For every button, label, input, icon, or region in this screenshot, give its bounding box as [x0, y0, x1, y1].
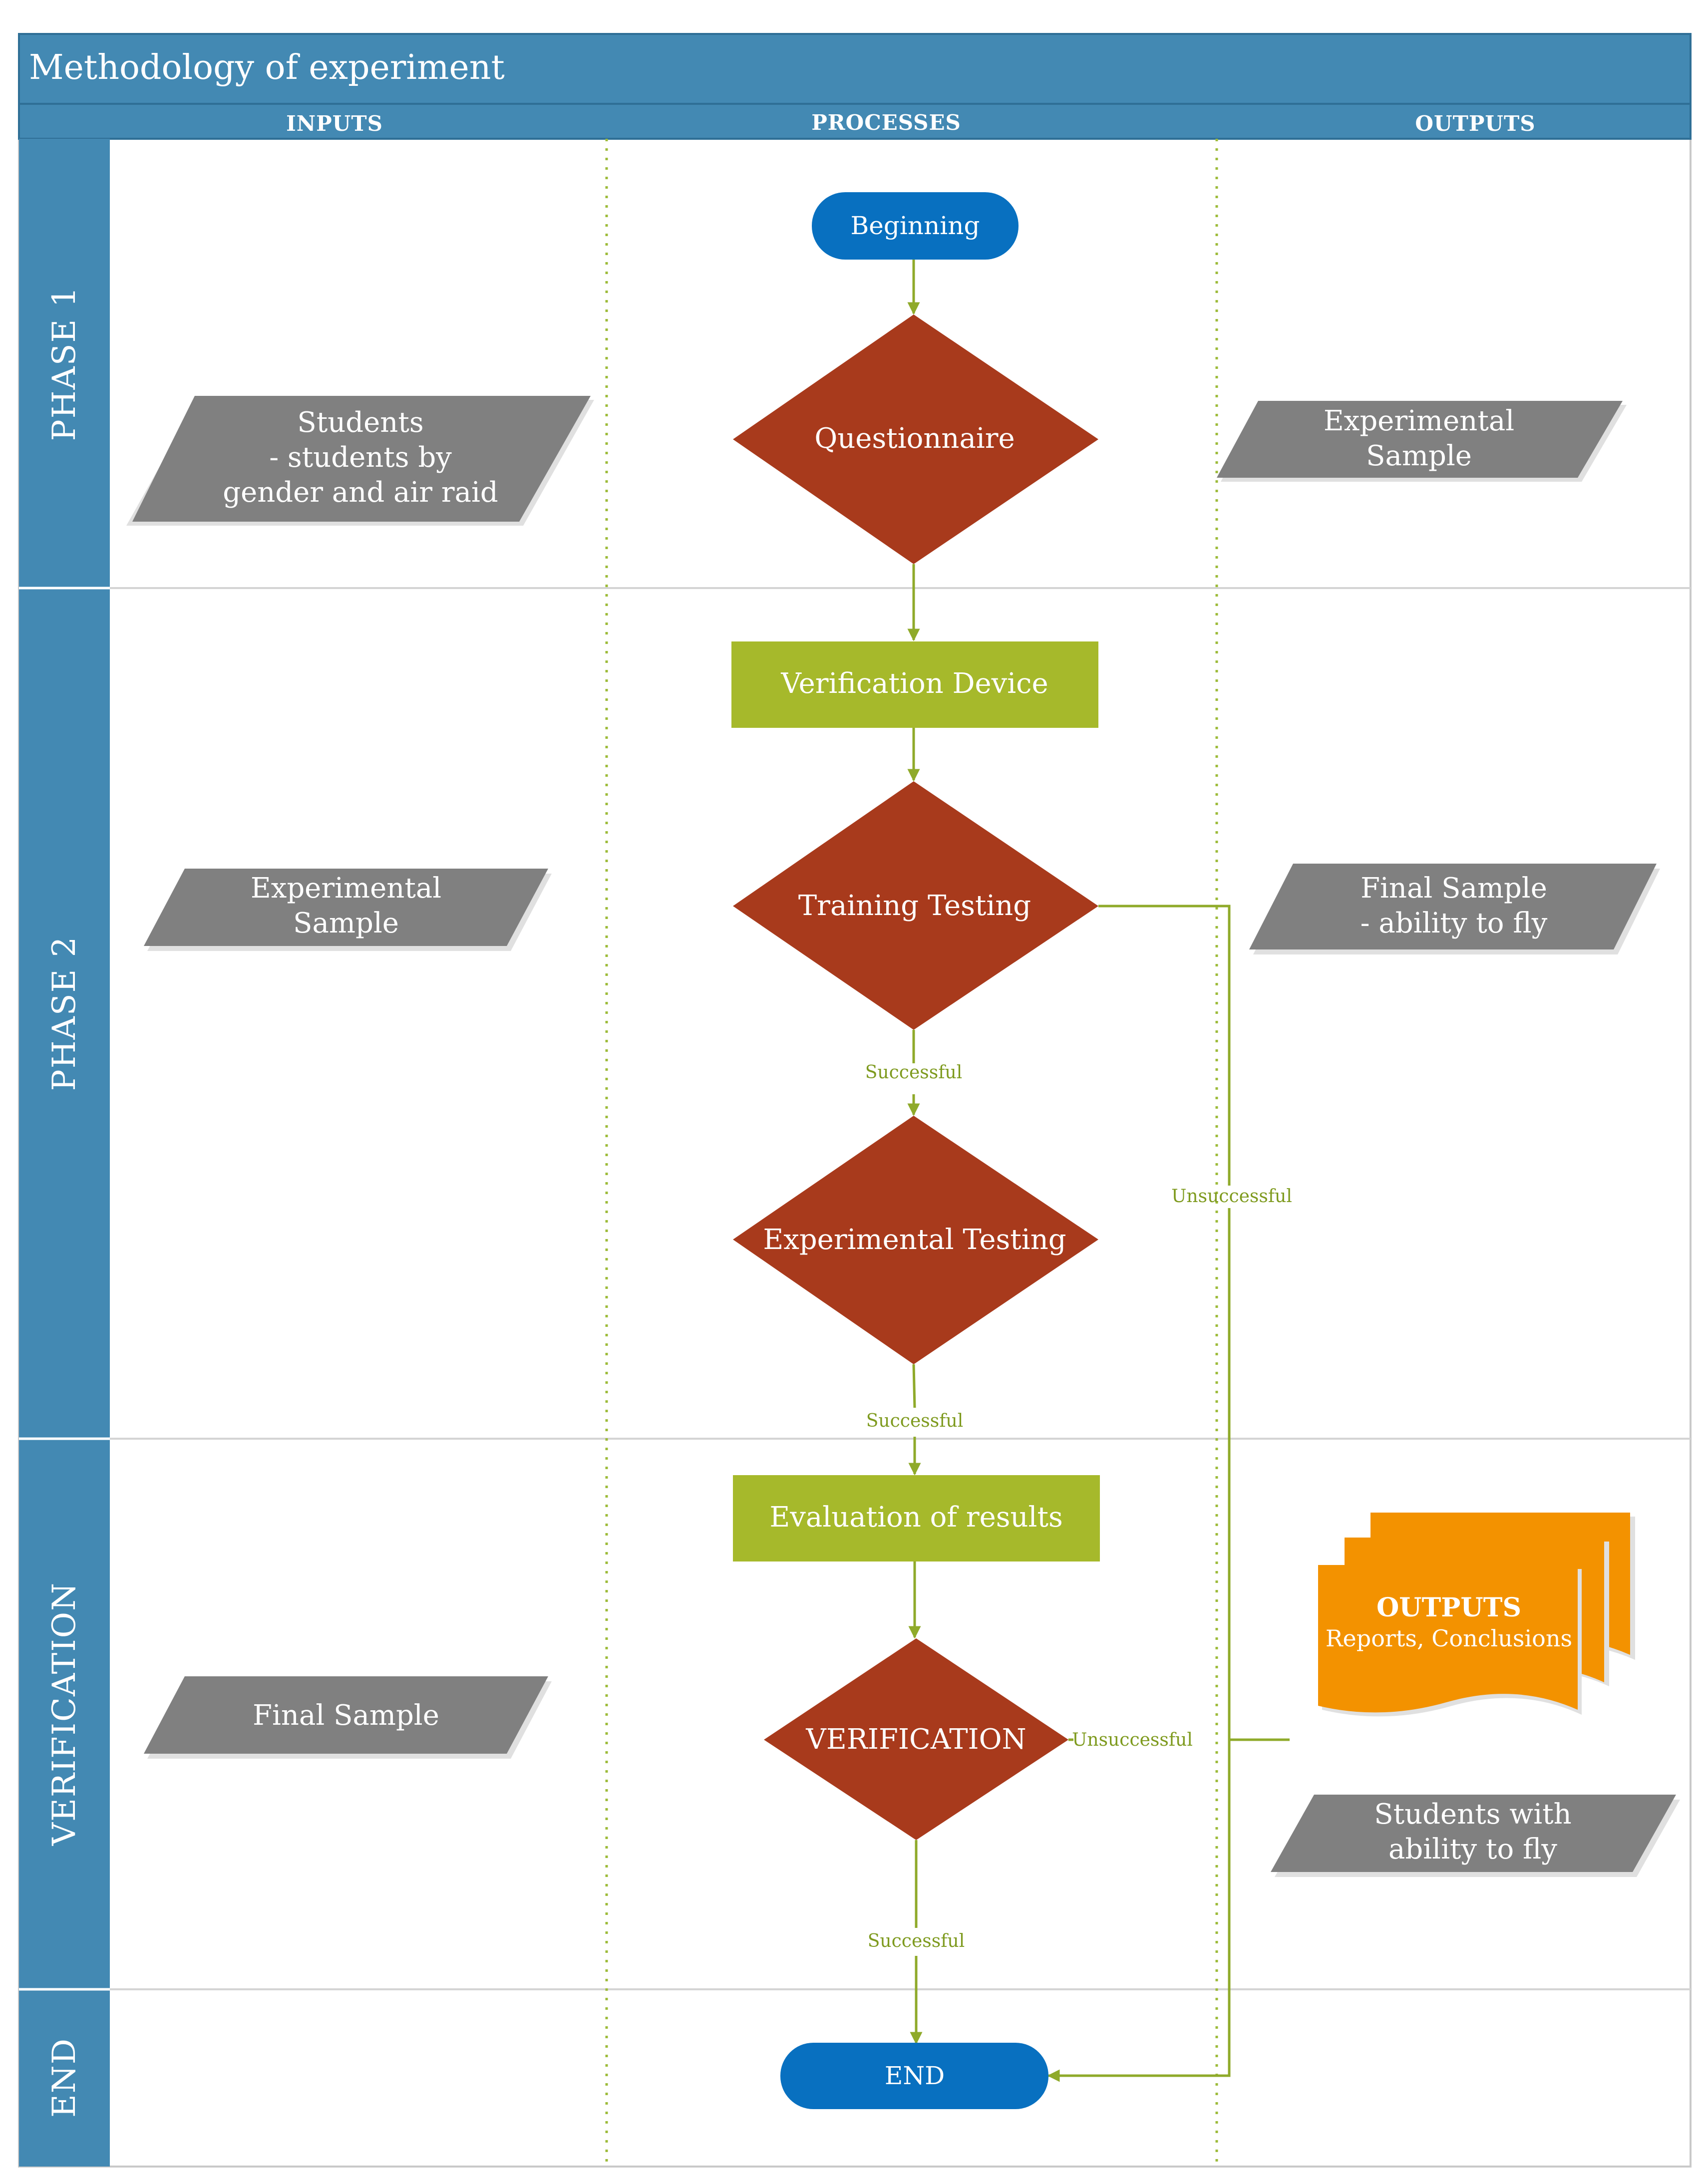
input-verification-label: Final Sample: [253, 1699, 439, 1732]
phase-label-end: END: [46, 2038, 83, 2118]
phase-label-2: PHASE 2: [46, 936, 83, 1091]
output-documents: OUTPUTS Reports, Conclusions: [1318, 1513, 1635, 1717]
column-header-processes: PROCESSES: [811, 110, 961, 135]
node-verification: VERIFICATION: [764, 1638, 1068, 1840]
edge-label-successful-2: Successful: [866, 1411, 963, 1431]
node-training-testing: Training Testing: [733, 781, 1098, 1030]
decision-verification-shape: [764, 1638, 1068, 1840]
input-phase1-shape: [132, 396, 591, 522]
connectors: [907, 260, 1290, 2082]
edge-label-successful-3: Successful: [868, 1931, 965, 1951]
input-phase2-line1: Experimental: [251, 872, 441, 905]
node-end: END: [780, 2043, 1048, 2109]
output-phase1-line1: Experimental: [1324, 405, 1514, 437]
document-stack-front: [1318, 1565, 1578, 1713]
terminal-end-label: END: [885, 2061, 945, 2090]
output-phase1: Experimental Sample: [1217, 401, 1627, 482]
decision-training-testing-label: Training Testing: [798, 890, 1031, 922]
phase-label-verification: VERIFICATION: [46, 1582, 83, 1846]
input-verification: Final Sample: [144, 1676, 552, 1759]
column-header-outputs: OUTPUTS: [1415, 111, 1535, 136]
phase-label-1: PHASE 1: [46, 286, 83, 441]
node-evaluation: Evaluation of results: [733, 1475, 1100, 1561]
decision-verification-label: VERIFICATION: [805, 1723, 1026, 1756]
input-phase1-line1: Students: [297, 406, 423, 439]
process-evaluation-shape: [733, 1475, 1100, 1561]
process-verification-device-shape: [731, 641, 1098, 728]
output-phase2: Final Sample - ability to fly: [1249, 864, 1660, 954]
input-phase1-line2: - students by: [269, 441, 452, 474]
decision-questionnaire-label: Questionnaire: [814, 422, 1015, 455]
output-phase2-line1: Final Sample: [1361, 872, 1547, 905]
input-phase1-line3: gender and air raid: [223, 476, 498, 509]
output-phase1-shape: [1217, 401, 1623, 478]
output-verification-line1: Students with: [1374, 1798, 1571, 1831]
terminal-beginning-shape: [812, 192, 1019, 260]
decision-questionnaire-shape: [733, 314, 1098, 564]
terminal-beginning-label: Beginning: [851, 211, 980, 240]
output-documents-subtitle: Reports, Conclusions: [1326, 1625, 1572, 1652]
input-phase2-shape: [144, 869, 548, 946]
node-beginning: Beginning: [812, 192, 1019, 260]
input-phase2: Experimental Sample: [144, 869, 552, 951]
output-verification-line2: ability to fly: [1388, 1833, 1557, 1866]
input-phase2-line2: Sample: [293, 907, 399, 939]
input-verification-shape: [144, 1676, 548, 1754]
edge-label-unsuccessful-2: Unsuccessful: [1072, 1730, 1193, 1750]
node-verification-device: Verification Device: [731, 641, 1098, 728]
process-verification-device-label: Verification Device: [780, 667, 1048, 700]
edge-label-successful-1: Successful: [865, 1062, 962, 1083]
edge-label-unsuccessful-1: Unsuccessful: [1171, 1186, 1292, 1207]
connector-experimental-evaluation-top: [912, 1364, 916, 1408]
process-evaluation-label: Evaluation of results: [769, 1501, 1062, 1534]
column-header-inputs: INPUTS: [286, 111, 383, 136]
output-phase2-line2: - ability to fly: [1361, 907, 1548, 939]
phase-band: [19, 139, 110, 2167]
input-phase1: Students - students by gender and air ra…: [126, 396, 594, 526]
node-questionnaire: Questionnaire: [733, 314, 1098, 564]
output-phase2-shape: [1249, 864, 1657, 949]
decision-training-testing-shape: [733, 781, 1098, 1030]
terminal-end-shape: [780, 2043, 1048, 2109]
decision-experimental-testing-label: Experimental Testing: [763, 1224, 1066, 1256]
output-documents-title: OUTPUTS: [1376, 1592, 1521, 1623]
column-header-bar: [18, 103, 1692, 140]
connector-training-unsuccessful: [1098, 905, 1231, 1186]
connector-unsuccessful-end: [1047, 1208, 1231, 2082]
decision-experimental-testing-shape: [733, 1116, 1098, 1364]
output-phase1-line2: Sample: [1366, 440, 1472, 472]
output-verification: Students with ability to fly: [1271, 1795, 1680, 1877]
diagram-title: Methodology of experiment: [29, 48, 505, 87]
output-verification-shape: [1271, 1795, 1676, 1872]
title-bar: [18, 33, 1692, 105]
node-experimental-testing: Experimental Testing: [733, 1116, 1098, 1364]
